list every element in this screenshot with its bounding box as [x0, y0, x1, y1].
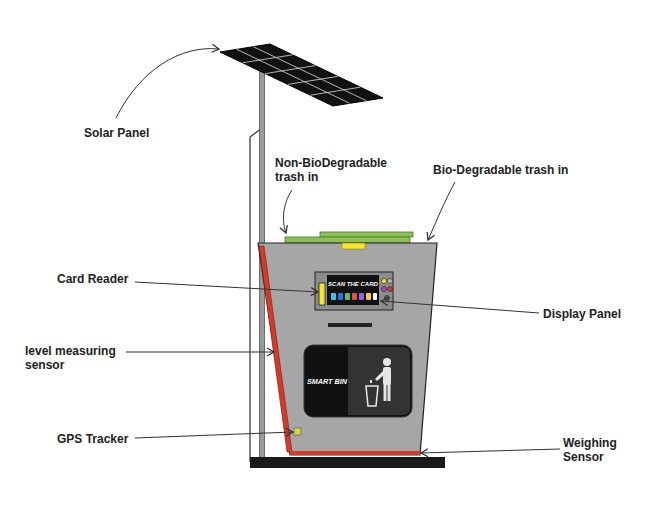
callout-label: Display Panel — [543, 307, 621, 321]
callout-label: Bio-Degradable trash in — [433, 163, 568, 177]
leader-lines — [116, 49, 560, 453]
lid — [285, 237, 410, 243]
slot — [328, 323, 372, 327]
callout-label: GPS Tracker — [57, 432, 128, 446]
screen-text-box: SCAN THE CARD — [327, 276, 379, 291]
screen-icons — [331, 293, 377, 300]
solar-panel — [220, 44, 383, 106]
bin-window — [304, 345, 412, 417]
bin-body — [258, 243, 437, 455]
lid — [320, 232, 413, 237]
window-text-box: SMART BIN — [306, 347, 348, 415]
display-panel — [315, 272, 393, 310]
gps-tracker — [294, 428, 301, 435]
callout-label: Non-BioDegradable trash in — [275, 156, 393, 184]
window-panel — [348, 347, 410, 415]
screen — [327, 275, 379, 305]
callout-label: level measuring sensor — [25, 344, 125, 372]
indicator — [342, 243, 365, 249]
card-reader — [319, 283, 325, 305]
node-text: SCAN THE CARD — [328, 281, 378, 287]
callout-label: Weighing Sensor — [563, 436, 625, 464]
node-text: SMART BIN — [307, 377, 347, 386]
callout-label: Solar Panel — [84, 126, 149, 140]
buttons — [382, 279, 393, 301]
callout-label: Card Reader — [57, 272, 128, 286]
person-icon — [366, 358, 391, 406]
weighing-sensor — [290, 451, 420, 455]
level-sensor — [259, 246, 292, 452]
base — [250, 457, 445, 468]
